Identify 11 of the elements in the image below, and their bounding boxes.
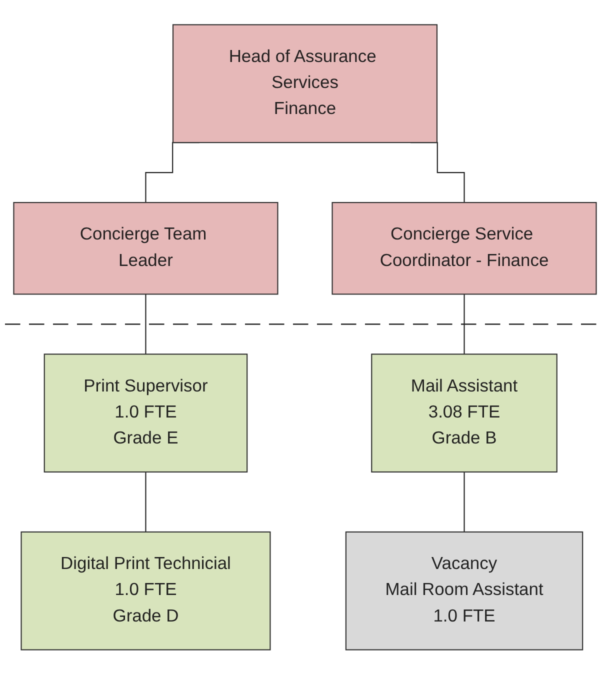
node-box: Concierge Service Coordinator - Finance	[331, 202, 596, 295]
node-box: Vacancy Mail Room Assistant 1.0 FTE	[344, 532, 583, 651]
node-box: Concierge Team Leader	[12, 202, 278, 295]
node-box: Head of Assurance Services Finance	[172, 24, 438, 144]
connector	[463, 472, 464, 533]
connector	[144, 294, 146, 355]
connector	[463, 294, 464, 355]
node-box: Mail Assistant 3.08 FTE Grade B	[370, 354, 557, 473]
connector	[144, 472, 146, 533]
node-box: Print Supervisor 1.0 FTE Grade E	[43, 354, 248, 473]
node-box: Digital Print Technicial 1.0 FTE Grade D	[20, 532, 270, 651]
